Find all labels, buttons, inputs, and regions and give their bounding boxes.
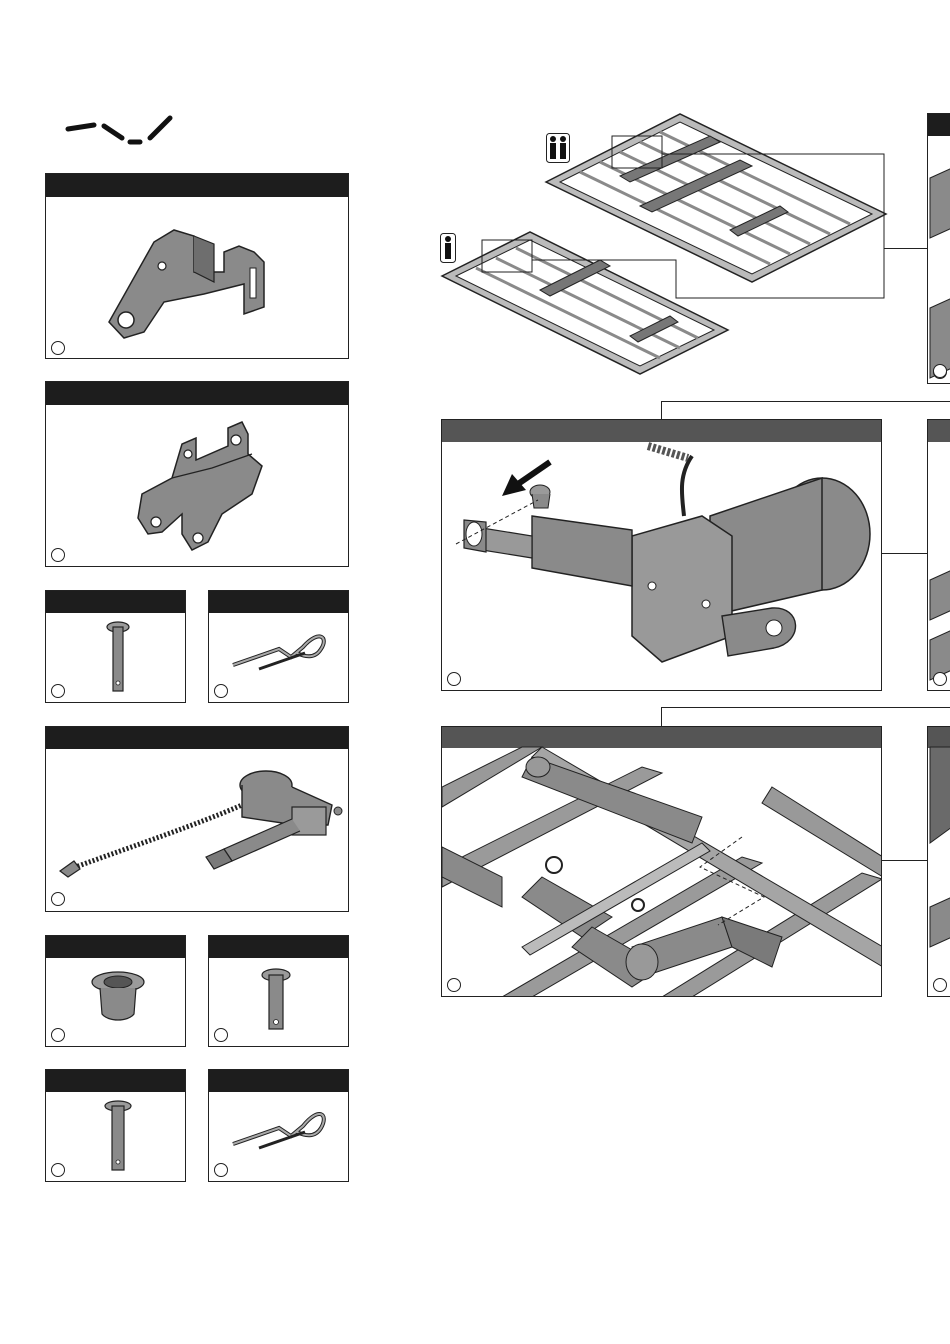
part-panel-clevis-pin-short xyxy=(208,935,349,1047)
wavy-line-logo-icon xyxy=(66,112,176,148)
panel-header xyxy=(209,591,348,613)
partial-illustration xyxy=(930,460,950,680)
part-number xyxy=(51,1028,65,1042)
panel-header xyxy=(46,936,185,958)
connector-line xyxy=(882,553,927,554)
part-panel-bracket-large xyxy=(45,173,349,359)
panel-header xyxy=(46,591,185,613)
step-panel-actuator-bushing xyxy=(441,419,882,691)
part-panel-bushing xyxy=(45,935,186,1047)
panel-header xyxy=(46,382,348,405)
panel-header xyxy=(209,936,348,958)
part-panel-hitch-pin-clip-small xyxy=(208,590,349,703)
bracket-large-illustration xyxy=(104,222,274,344)
connector-line xyxy=(884,248,927,249)
panel-header xyxy=(46,727,348,749)
direction-arrow-icon xyxy=(498,458,552,500)
partial-illustration xyxy=(930,138,950,378)
step-number xyxy=(447,672,461,686)
part-panel-bracket-double xyxy=(45,381,349,567)
partial-panel-right-top xyxy=(927,113,950,384)
linear-actuator-illustration xyxy=(56,765,342,885)
step-number xyxy=(933,672,947,686)
step-number xyxy=(933,364,947,378)
panel-header xyxy=(928,420,950,442)
part-number xyxy=(214,1163,228,1177)
step-panel-actuator-frame-mount xyxy=(441,726,882,997)
part-number xyxy=(214,684,228,698)
part-panel-clevis-pin-long xyxy=(45,1069,186,1182)
partial-panel-right-bottom xyxy=(927,726,950,997)
clevis-pin-illustration xyxy=(106,621,130,695)
clevis-pin-short-illustration xyxy=(261,968,291,1034)
part-number xyxy=(51,684,65,698)
frame-mount-illustration xyxy=(442,747,882,997)
panel-header xyxy=(928,727,950,748)
bed-frames-illustration xyxy=(440,110,900,380)
connector-line xyxy=(661,707,950,727)
panel-header xyxy=(46,1070,185,1092)
clevis-pin-long-illustration xyxy=(104,1100,132,1174)
part-number xyxy=(51,548,65,562)
step-number xyxy=(447,978,461,992)
panel-header xyxy=(442,727,881,748)
bushing-illustration xyxy=(90,970,146,1024)
part-panel-linear-actuator xyxy=(45,726,349,912)
partial-illustration xyxy=(930,747,950,977)
panel-header xyxy=(928,114,950,136)
hitch-pin-clip-large-illustration xyxy=(229,1102,329,1154)
part-number xyxy=(51,341,65,355)
part-number xyxy=(214,1028,228,1042)
bracket-double-illustration xyxy=(132,414,272,560)
connector-line xyxy=(882,860,927,861)
partial-panel-right-middle xyxy=(927,419,950,691)
part-number xyxy=(51,892,65,906)
panel-header xyxy=(46,174,348,197)
part-panel-hitch-pin-clip-large xyxy=(208,1069,349,1182)
step-number xyxy=(933,978,947,992)
panel-header xyxy=(209,1070,348,1092)
part-panel-clevis-pin-small xyxy=(45,590,186,703)
part-number xyxy=(51,1163,65,1177)
connector-line xyxy=(661,401,950,420)
hitch-pin-clip-illustration xyxy=(229,625,329,675)
